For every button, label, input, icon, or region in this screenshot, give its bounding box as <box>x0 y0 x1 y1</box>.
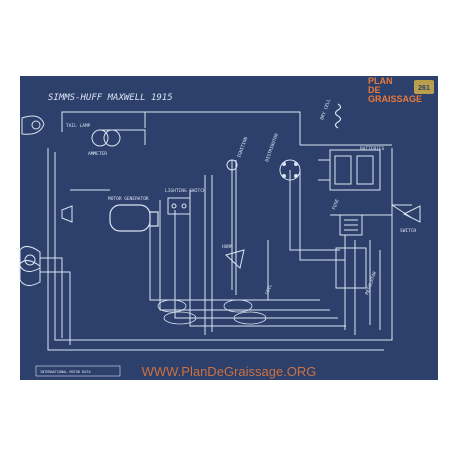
footer-stamp-frame <box>35 365 121 377</box>
distributor-icon <box>279 159 301 181</box>
dry-cell-coil-icon <box>334 103 342 129</box>
wire-bundle-clips <box>157 299 267 325</box>
watermark-url: WWW.PlanDeGraissage.ORG <box>142 364 317 379</box>
right-horn-icon <box>402 205 421 223</box>
diagram-title: SIMMS-HUFF MAXWELL 1915 <box>48 93 173 103</box>
badge-number: 261 <box>418 85 430 92</box>
ammeter-icon <box>91 129 121 147</box>
label-coil: COIL <box>264 283 273 296</box>
ignition-switch-icon <box>226 159 238 171</box>
dash-lamp-icon <box>61 205 73 223</box>
label-batteries: BATTERIES <box>360 146 385 152</box>
blueprint-paper <box>20 76 438 380</box>
label-motor-generator: MOTOR GENERATOR <box>108 196 149 202</box>
wiring-lines <box>40 111 413 351</box>
label-tail-lamp: TAIL LAMP <box>66 123 91 129</box>
regulator-icon <box>335 247 367 289</box>
cutout-icon <box>339 214 363 236</box>
label-lighting-switch: LIGHTING SWITCH <box>165 188 206 194</box>
oil-can-badge-icon: 261 <box>414 80 434 94</box>
motor-generator-icon <box>109 204 159 232</box>
watermark-plan: PLAN <box>368 76 393 86</box>
watermark-de: DE <box>368 85 381 95</box>
footer-stamp: INTERNATIONAL MOTOR DATA <box>40 370 91 374</box>
lighting-switch-icon <box>167 197 191 215</box>
tail-lamp-icon <box>21 115 45 135</box>
label-fuse: FUSE <box>331 198 340 211</box>
label-switch: SWITCH <box>400 228 417 234</box>
label-ammeter: AMMETER <box>88 151 107 157</box>
watermark-graissage: GRAISSAGE <box>368 94 422 104</box>
corner-watermark: PLAN DE GRAISSAGE <box>368 76 422 104</box>
headlamp-lower-icon <box>19 260 41 286</box>
label-horn: HORN <box>222 244 233 250</box>
horn-icon <box>225 249 245 269</box>
battery-icon <box>334 155 374 185</box>
